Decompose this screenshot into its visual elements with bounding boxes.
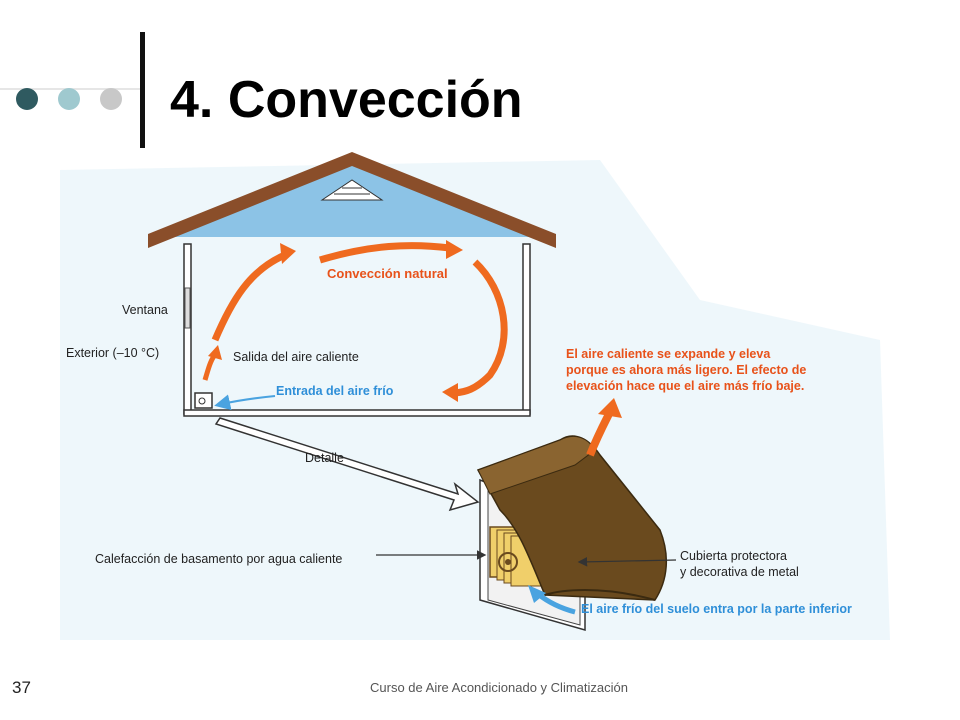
light-teal-dot <box>58 88 80 110</box>
label-conveccion-natural: Convección natural <box>327 266 448 281</box>
label-expande-3: elevación hace que el aire más frío baje… <box>566 379 804 393</box>
label-expande-2: porque es ahora más ligero. El efecto de <box>566 363 806 377</box>
label-entrada-aire: Entrada del aire frío <box>276 384 394 398</box>
cold-air-arrow <box>214 394 276 411</box>
label-aire-frio-suelo: El aire frío del suelo entra por la part… <box>581 602 852 616</box>
left-wall <box>183 243 192 415</box>
baseboard-heater-detail <box>476 435 668 631</box>
title-divider <box>140 32 145 148</box>
slide-title: 4. Convección <box>170 71 523 129</box>
gray-dot <box>100 88 122 110</box>
background-wash <box>60 160 890 640</box>
detail-arrow <box>214 417 480 512</box>
label-ventana: Ventana <box>122 303 168 317</box>
slide-footer: Curso de Aire Acondicionado y Climatizac… <box>370 680 628 695</box>
label-cubierta-2: y decorativa de metal <box>680 565 799 579</box>
label-salida-aire: Salida del aire caliente <box>233 350 359 364</box>
label-detalle: Detalle <box>305 451 344 465</box>
attic-vent <box>320 179 384 201</box>
window <box>184 287 191 329</box>
label-exterior: Exterior (–10 °C) <box>66 346 159 360</box>
floor <box>183 409 531 417</box>
page-number: 37 <box>12 678 31 697</box>
label-expande-1: El aire caliente se expande y eleva <box>566 347 771 361</box>
convection-arrows <box>202 240 508 402</box>
right-wall <box>522 243 531 415</box>
label-cubierta-1: Cubierta protectora <box>680 549 787 563</box>
baseboard-heater-small <box>194 392 213 409</box>
label-calefaccion: Calefacción de basamento por agua calien… <box>95 552 342 566</box>
house <box>148 152 556 417</box>
dark-teal-dot <box>16 88 38 110</box>
